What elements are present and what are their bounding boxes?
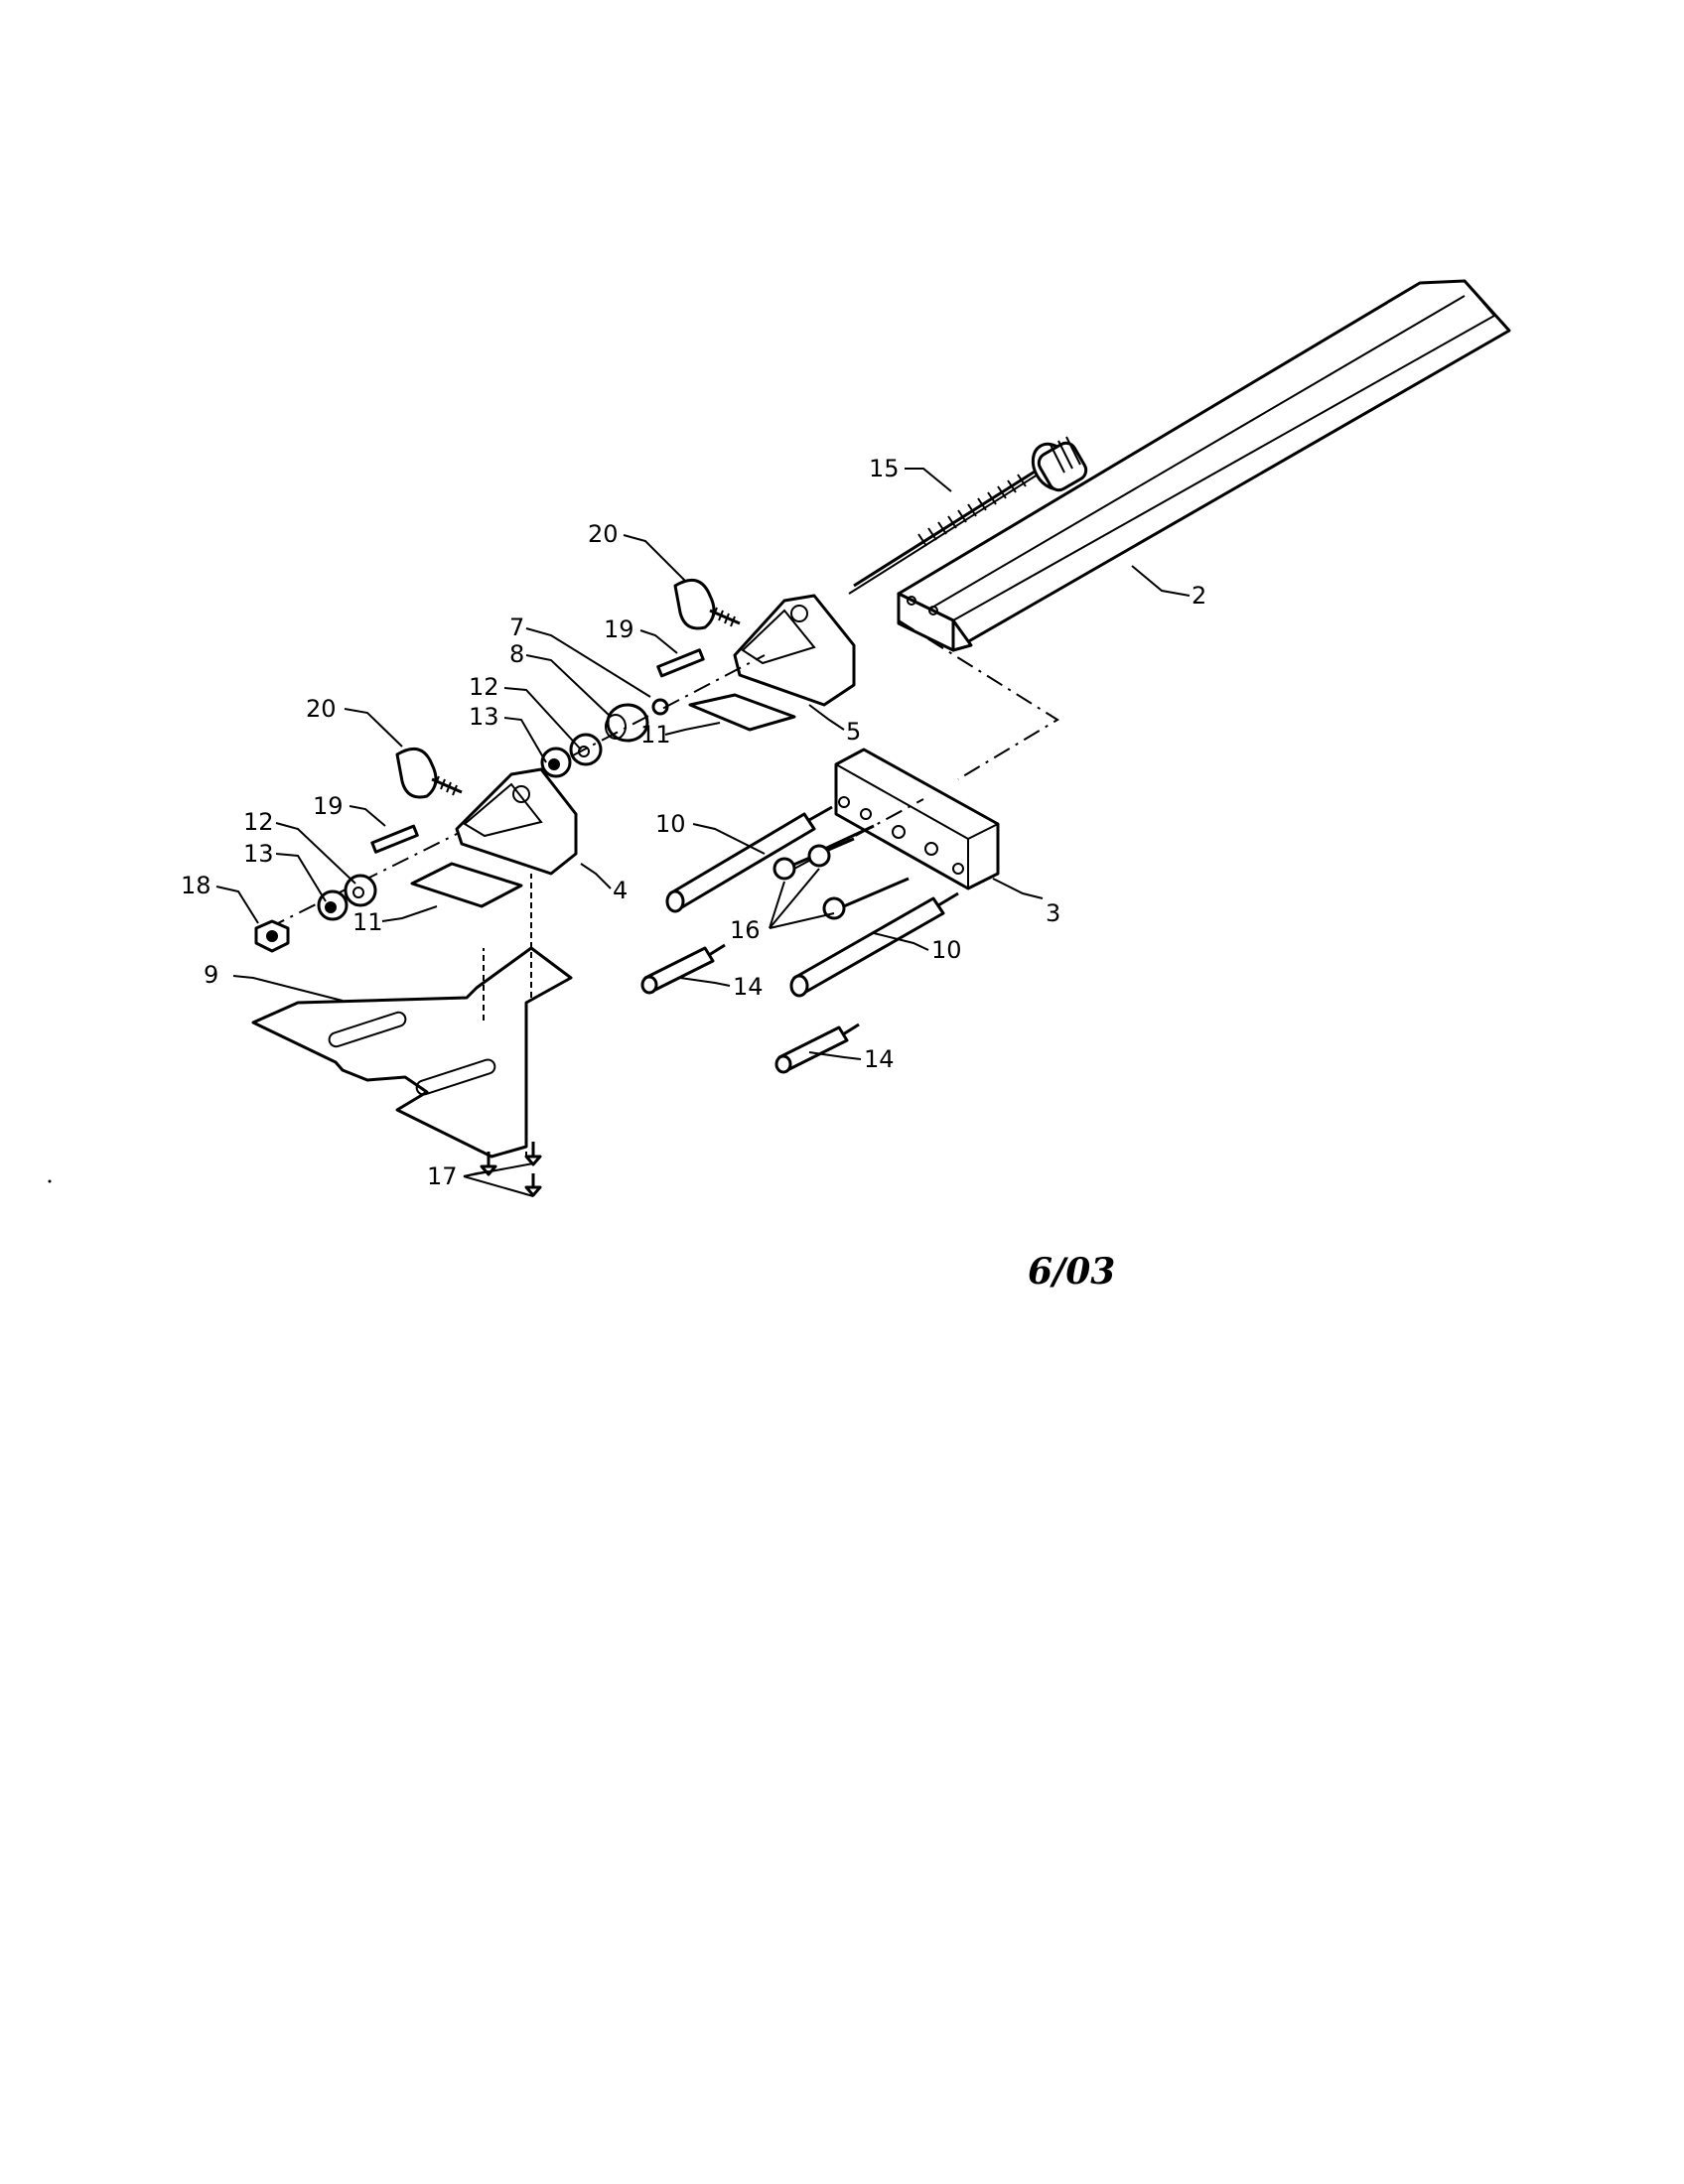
rod-part-10-upper bbox=[665, 805, 833, 913]
callout-7: 7 bbox=[509, 614, 524, 641]
fence-rail-part-2 bbox=[897, 279, 1511, 652]
callout-18: 18 bbox=[181, 872, 211, 899]
alignment-line-rail-to-block bbox=[898, 619, 1059, 780]
nut-part-18 bbox=[254, 919, 290, 953]
callout-17: 17 bbox=[427, 1162, 458, 1190]
callout-20-upper: 20 bbox=[588, 520, 619, 548]
callout-2: 2 bbox=[1192, 582, 1206, 610]
leader-lines bbox=[215, 468, 1191, 1197]
bushing-part-8 bbox=[605, 703, 649, 743]
front-block-part-3 bbox=[834, 748, 1000, 890]
tab-part-19-lower bbox=[370, 824, 419, 854]
pad-part-11-upper bbox=[688, 693, 796, 732]
callout-5: 5 bbox=[846, 718, 861, 746]
screws-part-16 bbox=[772, 824, 910, 920]
callout-3: 3 bbox=[1046, 899, 1060, 927]
alignment-line-washers bbox=[570, 654, 766, 757]
callout-11-lower: 11 bbox=[352, 908, 383, 936]
post-part-14-lower bbox=[774, 1023, 860, 1074]
callout-10-lower: 10 bbox=[931, 936, 962, 964]
callout-13-lower: 13 bbox=[243, 840, 274, 868]
front-bracket-part-4 bbox=[455, 767, 578, 876]
alignment-line-nut bbox=[267, 803, 517, 929]
callout-15: 15 bbox=[869, 455, 900, 482]
post-part-14-upper bbox=[640, 943, 726, 995]
callout-16: 16 bbox=[730, 916, 761, 944]
rod-part-10-lower bbox=[789, 891, 959, 998]
callout-4: 4 bbox=[613, 877, 628, 904]
callout-13-upper: 13 bbox=[469, 703, 499, 731]
callout-labels: 2 3 4 5 7 8 9 10 10 11 11 12 12 13 13 14… bbox=[181, 455, 1206, 1190]
washers-lower bbox=[317, 874, 377, 921]
callout-8: 8 bbox=[509, 640, 524, 668]
pad-part-11-lower bbox=[410, 862, 523, 908]
callout-12-upper: 12 bbox=[469, 673, 499, 701]
callout-14-upper: 14 bbox=[733, 973, 764, 1001]
callout-10-upper: 10 bbox=[655, 810, 686, 838]
revision-date-code: 6/03 bbox=[1028, 1251, 1116, 1293]
stray-dot bbox=[48, 1179, 52, 1183]
rear-bracket-part-5 bbox=[733, 594, 856, 707]
wing-screw-part-20-lower bbox=[395, 747, 463, 799]
callout-12-lower: 12 bbox=[243, 808, 274, 836]
callout-9: 9 bbox=[204, 961, 218, 989]
callout-20-lower: 20 bbox=[306, 695, 337, 723]
base-plate-part-9 bbox=[251, 874, 573, 1159]
callout-19-lower: 19 bbox=[313, 792, 344, 820]
callout-19-upper: 19 bbox=[604, 615, 634, 643]
callout-14-lower: 14 bbox=[864, 1045, 895, 1073]
wing-screw-part-20-upper bbox=[673, 578, 741, 630]
tab-part-19-upper bbox=[656, 648, 705, 678]
lead-screw-part-15 bbox=[848, 436, 1088, 595]
callout-11-upper: 11 bbox=[640, 721, 671, 749]
